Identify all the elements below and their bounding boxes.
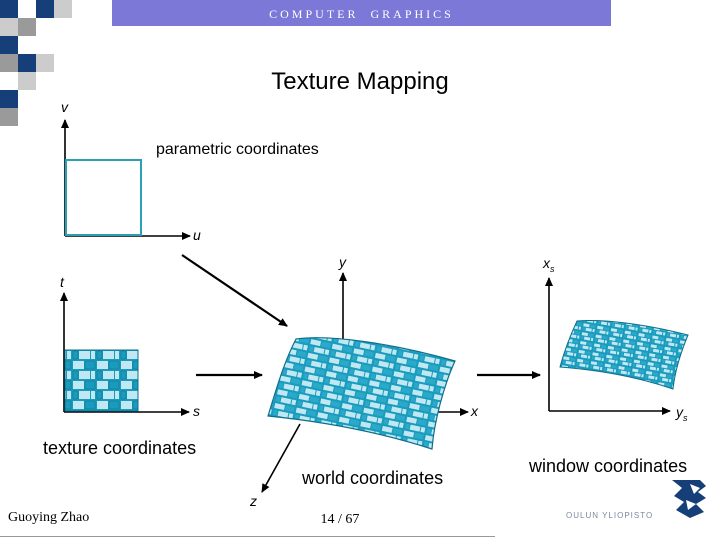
param-to-world-arrow xyxy=(181,254,288,327)
axis-label-x: x xyxy=(471,403,478,419)
header-bar: COMPUTER GRAPHICS xyxy=(112,0,611,26)
page-title: Texture Mapping xyxy=(271,68,449,95)
deco-square xyxy=(36,54,54,72)
university-name: OULUN YLIOPISTO xyxy=(566,511,654,520)
course-title: COMPUTER GRAPHICS xyxy=(269,7,454,21)
deco-square xyxy=(0,90,18,108)
axis-label-xs-sub: s xyxy=(550,263,555,274)
axis-label-y: y xyxy=(339,254,346,270)
texture-image xyxy=(64,349,139,412)
deco-square xyxy=(18,72,36,90)
axis-label-xs: xs xyxy=(543,255,555,274)
axis-label-t: t xyxy=(60,274,64,290)
axis-label-ys-main: y xyxy=(676,404,683,420)
window-coordinates-label: window coordinates xyxy=(529,456,688,476)
footer-divider xyxy=(0,536,495,537)
deco-square xyxy=(0,54,18,72)
deco-square xyxy=(54,0,72,18)
deco-square xyxy=(0,18,18,36)
deco-square xyxy=(0,0,18,18)
world-surface xyxy=(267,337,456,450)
parametric-square xyxy=(65,159,142,236)
deco-square xyxy=(0,36,18,54)
axis-label-z: z xyxy=(250,493,257,509)
deco-square xyxy=(0,108,18,126)
axis-label-ys: ys xyxy=(676,404,688,423)
texture-coordinates-label: texture coordinates xyxy=(43,438,197,458)
axis-label-v: v xyxy=(61,99,68,115)
world-z-axis xyxy=(261,423,301,493)
axis-label-u: u xyxy=(193,227,201,243)
axis-label-xs-main: x xyxy=(543,255,550,271)
deco-square xyxy=(18,18,36,36)
parametric-coordinates-label: parametric coordinates xyxy=(156,141,319,158)
university-logo xyxy=(660,478,720,526)
deco-square xyxy=(18,54,36,72)
footer-author: Guoying Zhao xyxy=(8,510,90,525)
axis-label-ys-sub: s xyxy=(683,412,688,423)
deco-square xyxy=(36,0,54,18)
world-coordinates-label: world coordinates xyxy=(302,468,444,488)
axis-label-s: s xyxy=(193,403,200,419)
page-number: 14 / 67 xyxy=(320,512,360,527)
window-surface xyxy=(559,320,689,390)
